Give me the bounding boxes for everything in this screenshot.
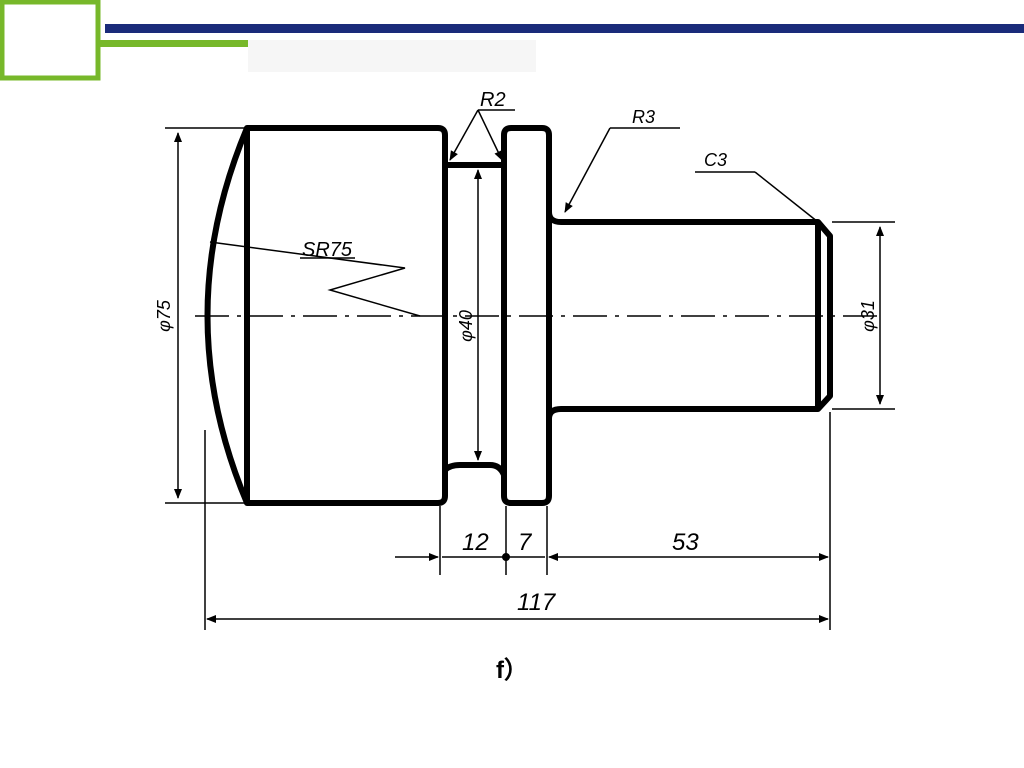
slide-header <box>0 0 1024 90</box>
collar <box>501 125 552 506</box>
shaft <box>546 211 833 420</box>
leader-sr75 <box>209 241 421 317</box>
dim-dot-marker <box>502 553 510 561</box>
groove-bottom <box>442 462 507 495</box>
label-dia-groove: φ40 <box>456 310 476 342</box>
label-sr75: SR75 <box>302 239 353 261</box>
dimension-lines <box>174 109 884 623</box>
label-len-117: 117 <box>517 589 557 616</box>
label-c3: C3 <box>704 150 727 170</box>
label-len-12: 12 <box>462 529 489 556</box>
leader-c3 <box>754 171 819 223</box>
leader-r3 <box>564 127 611 213</box>
label-r3: R3 <box>632 107 655 127</box>
label-dia-left: φ75 <box>154 299 174 332</box>
extension-lines <box>165 127 895 630</box>
head-body <box>244 125 448 506</box>
leader-r2-b <box>477 109 503 161</box>
header-decoration <box>0 0 1024 81</box>
leader-r2-a <box>449 109 479 161</box>
part-outline <box>204 125 833 506</box>
label-len-7: 7 <box>518 529 533 556</box>
label-r2: R2 <box>480 89 506 111</box>
header-navy-bar <box>105 24 1024 33</box>
header-green-line <box>98 40 248 47</box>
header-title-placeholder <box>248 40 536 72</box>
spherical-end <box>204 126 250 505</box>
label-dia-right: φ31 <box>858 300 878 332</box>
figure-caption: f） <box>496 657 528 684</box>
header-green-box <box>0 0 101 81</box>
label-len-53: 53 <box>672 529 699 556</box>
